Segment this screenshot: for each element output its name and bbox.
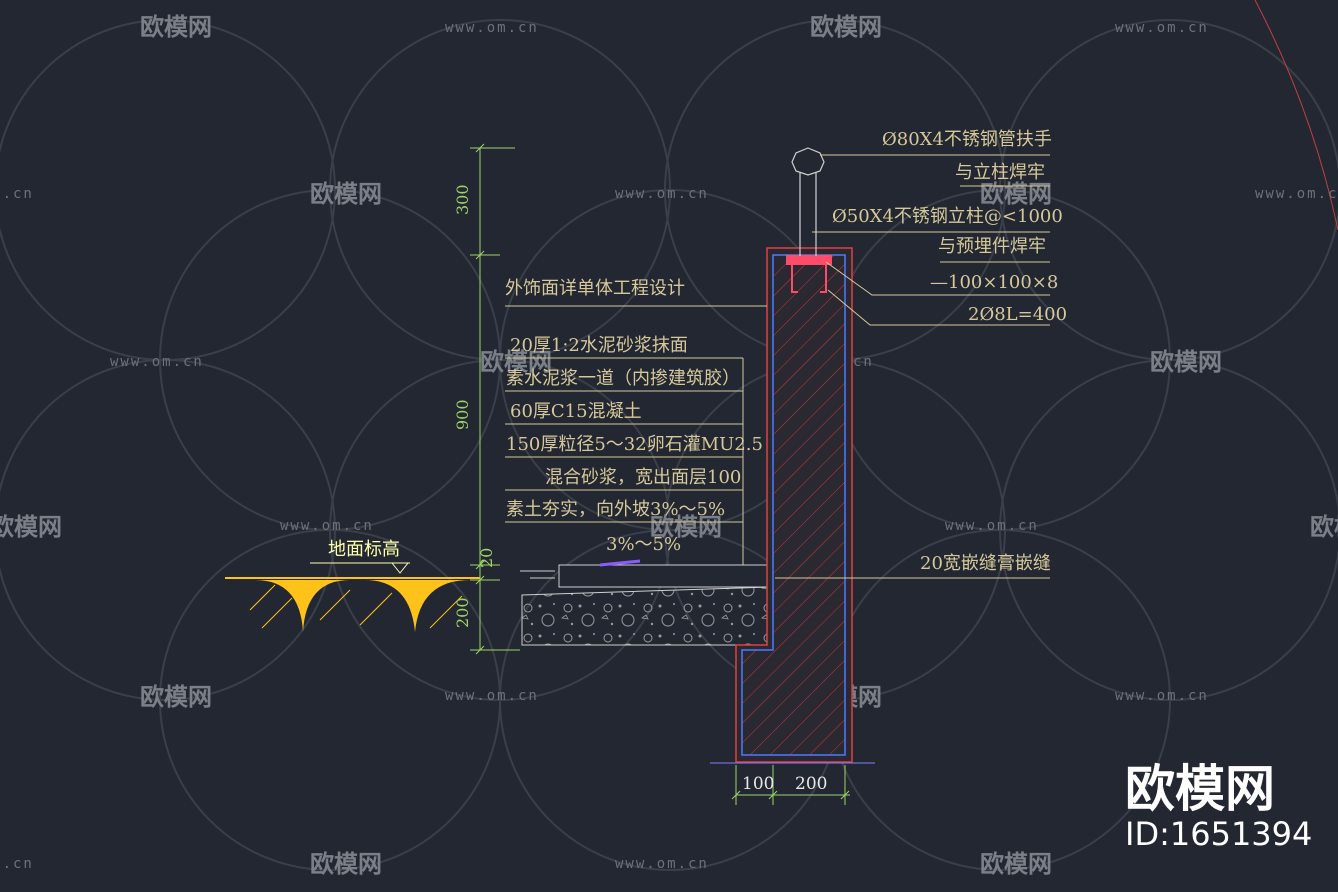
dim-100: 100 — [742, 774, 774, 794]
layer-5: 混合砂浆，宽出面层100 — [545, 467, 741, 488]
slope-label: 3%～5% — [606, 534, 681, 555]
watermark-brand: 欧模网 — [980, 180, 1052, 208]
slope-arrow — [599, 559, 641, 567]
vertical-dimension: 300 900 20 200 — [453, 143, 520, 655]
handrail-post — [791, 147, 825, 256]
ground-line: 地面标高 — [225, 539, 480, 632]
layer-6: 素土夯实，向外坡3%～5% — [506, 499, 725, 520]
watermark-brand: 欧模网 — [1150, 348, 1222, 376]
leader-lines — [505, 154, 1050, 579]
layer-2: 素水泥浆一道（内掺建筑胶） — [506, 368, 740, 389]
watermark-url: www.om.cn — [445, 688, 539, 704]
watermark-url: www.om.cn — [1115, 20, 1209, 36]
watermark-url: www.om.cn — [615, 856, 709, 872]
concrete-layer — [558, 564, 773, 588]
handrail-weld-note: 与立柱焊牢 — [955, 162, 1045, 183]
watermark-url: www.om.cn — [1255, 186, 1338, 202]
watermark-brand: 欧模网 — [0, 513, 62, 541]
watermark-url: www.om.cn — [0, 186, 34, 202]
red-arc — [1254, 0, 1338, 231]
watermark-brand: 欧模网 — [810, 13, 882, 41]
watermark-url: www.om.cn — [280, 518, 374, 534]
watermark-brand: 欧模网 — [310, 850, 382, 878]
dim-900: 900 — [453, 399, 472, 430]
watermark-url: www.om.cn — [0, 856, 34, 872]
watermark-brand: 欧模网 — [650, 513, 722, 541]
post-note: Ø50X4不锈钢立柱@<1000 — [832, 206, 1063, 227]
watermark-url: www.om.cn — [615, 186, 709, 202]
watermark-brand: 欧模网 — [140, 683, 212, 711]
watermark-url: www.om.cn — [445, 20, 539, 36]
watermark-brand: 欧模网 — [1310, 513, 1338, 541]
brand-watermark: 欧模网 ID:1651394 — [1125, 760, 1312, 853]
paving-section: 3%～5% — [520, 534, 775, 646]
ground-level-label: 地面标高 — [328, 539, 400, 560]
watermark-brand: 欧模网 — [980, 850, 1052, 878]
watermark-url: www.om.cn — [945, 518, 1039, 534]
joint-note: 20宽嵌缝膏嵌缝 — [920, 552, 1051, 574]
watermark-brand: 欧模网 — [310, 180, 382, 208]
callout-notes: Ø80X4不锈钢管扶手 与立柱焊牢 Ø50X4不锈钢立柱@<1000 与预埋件焊… — [505, 129, 1067, 574]
watermark-brand: 欧模网 — [480, 348, 552, 376]
horizontal-dimension: 100 200 — [731, 765, 850, 805]
dim-20: 20 — [477, 548, 496, 568]
layer-1: 20厚1:2水泥砂浆抹面 — [510, 335, 688, 356]
dim-200-horizontal: 200 — [795, 774, 827, 794]
brand-logo-text: 欧模网 — [1125, 760, 1275, 818]
layer-3: 60厚C15混凝土 — [510, 401, 642, 422]
parapet-wall — [710, 247, 875, 764]
handrail-note: Ø80X4不锈钢管扶手 — [882, 129, 1052, 150]
watermark-url: www.om.cn — [110, 354, 204, 370]
gravel-layer — [521, 586, 773, 646]
dim-200-vertical: 200 — [453, 597, 472, 628]
plate-note: —100×100×8 — [930, 272, 1058, 293]
facade-note: 外饰面详单体工程设计 — [505, 278, 685, 299]
anchor-note: 2Ø8L=400 — [968, 304, 1067, 325]
watermark-url: www.om.cn — [1115, 688, 1209, 704]
dim-300: 300 — [453, 184, 472, 215]
post-weld-note: 与预埋件焊牢 — [938, 236, 1046, 257]
model-id: ID:1651394 — [1125, 815, 1312, 853]
watermark-layer: 欧模网 欧模网 欧模网 欧模网 欧模网 欧模网 欧模网 欧模网 欧模网 欧模网 … — [0, 13, 1338, 878]
layer-4: 150厚粒径5～32卵石灌MU2.5 — [506, 434, 763, 455]
watermark-brand: 欧模网 — [140, 13, 212, 41]
embedded-plate — [786, 255, 832, 293]
